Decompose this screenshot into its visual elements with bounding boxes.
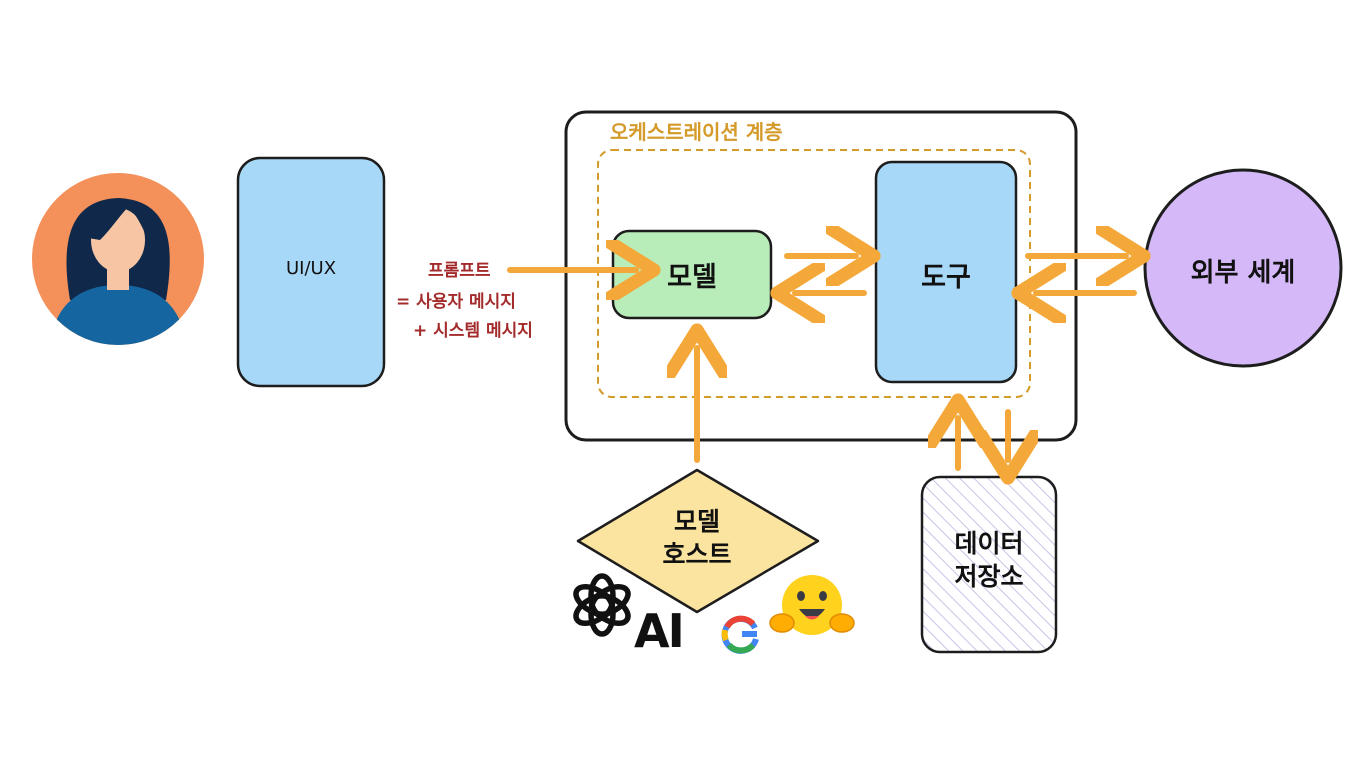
- anthropic-logo-icon: AI: [634, 604, 685, 658]
- data-store-line2: 저장소: [954, 562, 1024, 591]
- orchestration-dashed-box: [597, 149, 1031, 398]
- model-host-line2: 호스트: [662, 540, 732, 569]
- orchestration-outer-box: [564, 110, 1078, 442]
- orchestration-layer-label: 오케스트레이션 계층: [610, 120, 783, 144]
- model-host-line1: 모델: [673, 507, 720, 536]
- model-label: 모델: [667, 262, 717, 293]
- prompt-user-message-label: = 사용자 메시지: [396, 292, 516, 312]
- external-world-label: 외부 세계: [1190, 258, 1296, 288]
- openai-logo-icon: [573, 573, 631, 637]
- model-host-label: 모델 호스트: [620, 505, 774, 571]
- prompt-system-message-label: + 시스템 메시지: [413, 321, 533, 341]
- user-avatar: [32, 173, 204, 345]
- uiux-box: [236, 156, 386, 388]
- uiux-label: UI/UX: [285, 258, 337, 279]
- huggingface-logo-icon: [769, 575, 855, 635]
- data-store-line1: 데이터: [954, 529, 1024, 558]
- model-host-diamond: [576, 468, 820, 614]
- google-logo-icon: [721, 615, 759, 654]
- data-store-label: 데이터 저장소: [922, 527, 1056, 593]
- prompt-label: 프롬프트: [428, 261, 491, 281]
- tool-label: 도구: [921, 262, 971, 293]
